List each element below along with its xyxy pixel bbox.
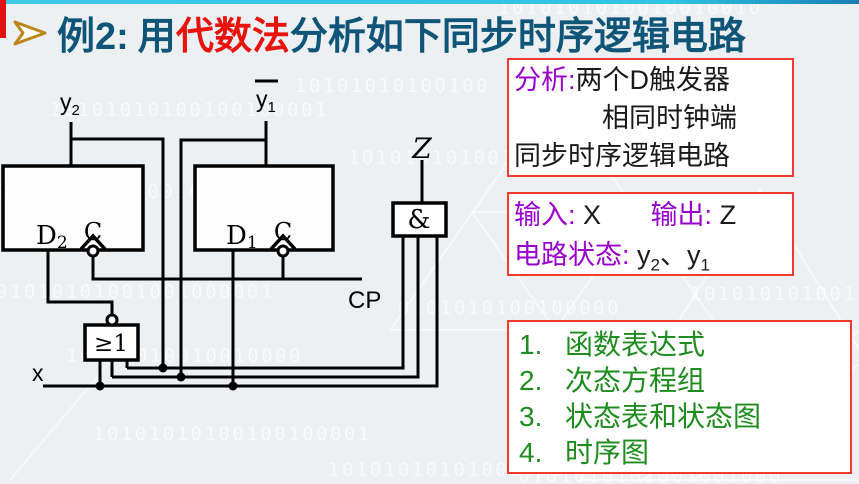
left-red-stripe — [0, 0, 6, 38]
step-row: 1.函数表达式 — [519, 329, 706, 360]
io-line-1: 输入: X 输出: Z — [514, 195, 787, 235]
title-text: 用代数法分析如下同步时序逻辑电路 — [138, 5, 746, 60]
title-example-label: 例2: — [57, 16, 129, 58]
arrow-bullet-icon — [13, 20, 47, 45]
io-line-2: 电路状态: y2、y1 — [514, 235, 787, 285]
and-gate-box — [391, 201, 448, 238]
flipflop-d2-box — [1, 164, 145, 252]
diagonal-decoration — [9, 349, 121, 481]
output-label: 输出: — [650, 200, 713, 230]
binary-watermark: 10101010100100 — [295, 75, 490, 97]
state-label: 电路状态: — [514, 240, 630, 270]
clock-c-label-ff2: C — [84, 218, 102, 246]
d1-input-label: D1 — [226, 221, 258, 253]
title-method: 代数法 — [175, 16, 290, 58]
clock-bubble-ff1 — [276, 244, 290, 258]
and-gate-label: & — [407, 205, 430, 235]
circuit-wires — [43, 121, 439, 388]
input-label: 输入: — [514, 200, 576, 230]
title-pre: 用 — [137, 16, 176, 58]
junction-dots — [95, 363, 238, 391]
x-input-label: x — [32, 360, 44, 386]
step-row: 2.次态方程组 — [519, 365, 706, 396]
io-panel: 输入: X 输出: Z 电路状态: y2、y1 — [507, 192, 794, 276]
analysis-line-3: 同步时序逻辑电路 — [514, 141, 730, 171]
d2-input-label: D2 — [36, 221, 68, 253]
step-row: 4.时序图 — [519, 437, 650, 468]
y2-label: y2 — [60, 89, 80, 119]
cp-label: CP — [348, 287, 381, 314]
binary-watermark: 1010101010010 — [690, 283, 859, 305]
clock-edge-icon — [79, 233, 107, 251]
clock-c-label-ff1: C — [274, 218, 292, 246]
binary-watermark: 10101010100100 — [348, 147, 543, 169]
binary-watermark: 10101010100100100001 — [93, 423, 372, 445]
page-title: 例2: 用代数法分析如下同步时序逻辑电路 — [12, 5, 746, 60]
title-rest: 分析如下同步时序逻辑电路 — [289, 16, 746, 58]
or-output-bubble — [105, 313, 119, 327]
analysis-line-1: 分析:两个D触发器 — [514, 65, 731, 95]
clock-edge-icon — [269, 233, 297, 251]
binary-watermark: 10101010101001001 — [328, 459, 565, 481]
analysis-line-2: 相同时钟端 — [602, 103, 737, 133]
clock-bubble-ff2 — [86, 244, 100, 258]
z-output-label: Z — [411, 132, 432, 165]
top-accent-bar — [0, 0, 859, 4]
input-value: X — [583, 200, 602, 230]
binary-watermark: 10101010100100100001 — [50, 99, 329, 121]
analysis-panel: 分析:两个D触发器 相同时钟端 同步时序逻辑电路 — [507, 58, 794, 177]
binary-watermark: 0101010100100000 — [398, 297, 621, 319]
or-gate-box — [83, 323, 140, 362]
y1-complement-label: y1 — [256, 86, 276, 116]
binary-watermark: 01010101001001000001 — [0, 281, 275, 303]
steps-panel: 1.函数表达式 2.次态方程组 3.状态表和状态图 4.时序图 — [507, 320, 852, 474]
or-gate-label: ≥1 — [94, 331, 128, 357]
output-value: Z — [719, 200, 737, 230]
binary-watermark: 1010101010010010010 — [498, 0, 763, 19]
flipflop-d1-box — [193, 164, 335, 252]
circuit-diagram: y2 y1 D2 D1 C C ≥1 & CP x Z — [1, 79, 448, 391]
analysis-label: 分析: — [514, 65, 576, 95]
state-value: y2、y1 — [637, 240, 710, 275]
step-row: 3.状态表和状态图 — [519, 401, 762, 432]
